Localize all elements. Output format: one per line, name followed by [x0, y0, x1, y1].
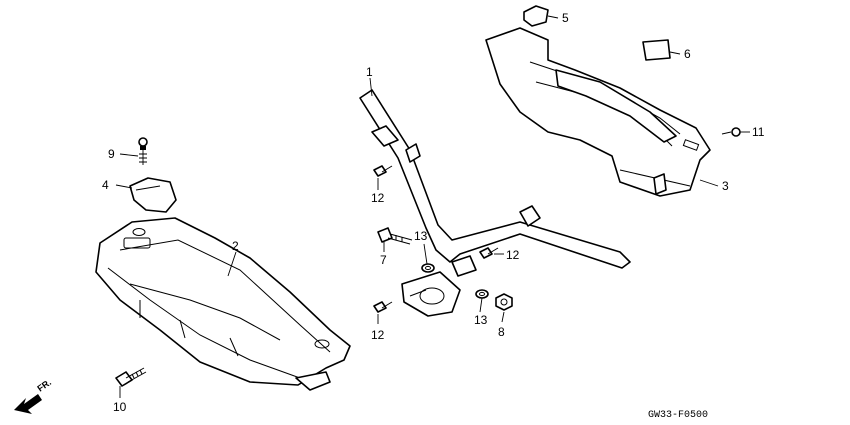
- screw-12c: [373, 301, 393, 313]
- handlebar-rear-cover: [485, 27, 711, 197]
- callout-1: 1: [366, 65, 373, 79]
- callout-5: 5: [562, 11, 569, 25]
- callout-12a: 12: [371, 191, 385, 205]
- cap-5: [523, 5, 549, 27]
- bolt-10: [115, 367, 147, 387]
- handlebar-front-cover: [95, 217, 351, 391]
- washer-13b: [475, 289, 489, 299]
- callout-12c: 12: [371, 328, 385, 342]
- callout-10: 10: [113, 400, 127, 414]
- callout-2: 2: [232, 239, 239, 253]
- callout-8: 8: [498, 325, 505, 339]
- callout-7: 7: [380, 253, 387, 267]
- fr-label: FR.: [35, 377, 53, 394]
- leader-lines: [115, 15, 750, 398]
- screw-11: [721, 127, 741, 137]
- callout-3: 3: [722, 179, 729, 193]
- nut-8: [495, 293, 513, 311]
- callout-9: 9: [108, 147, 115, 161]
- callout-11: 11: [752, 125, 765, 139]
- callouts: 1 2 3 4 5 6 7 8 9 10 11 12 12 12 13 13: [102, 11, 765, 414]
- callout-12b: 12: [506, 248, 520, 262]
- callout-4: 4: [102, 178, 109, 192]
- callout-13b: 13: [474, 313, 488, 327]
- washer-13a: [421, 263, 435, 273]
- label-6: [642, 39, 671, 61]
- screw-9: [138, 137, 148, 165]
- bolt-7: [377, 227, 413, 245]
- screw-12b: [479, 247, 499, 259]
- top-cover-lid: [129, 177, 177, 213]
- handlebar: [359, 89, 631, 317]
- front-direction-arrow: FR.: [14, 377, 53, 414]
- callout-13a: 13: [414, 229, 428, 243]
- screw-12a: [373, 165, 393, 177]
- callout-6: 6: [684, 47, 691, 61]
- diagram-code: GW33-F0500: [648, 410, 708, 421]
